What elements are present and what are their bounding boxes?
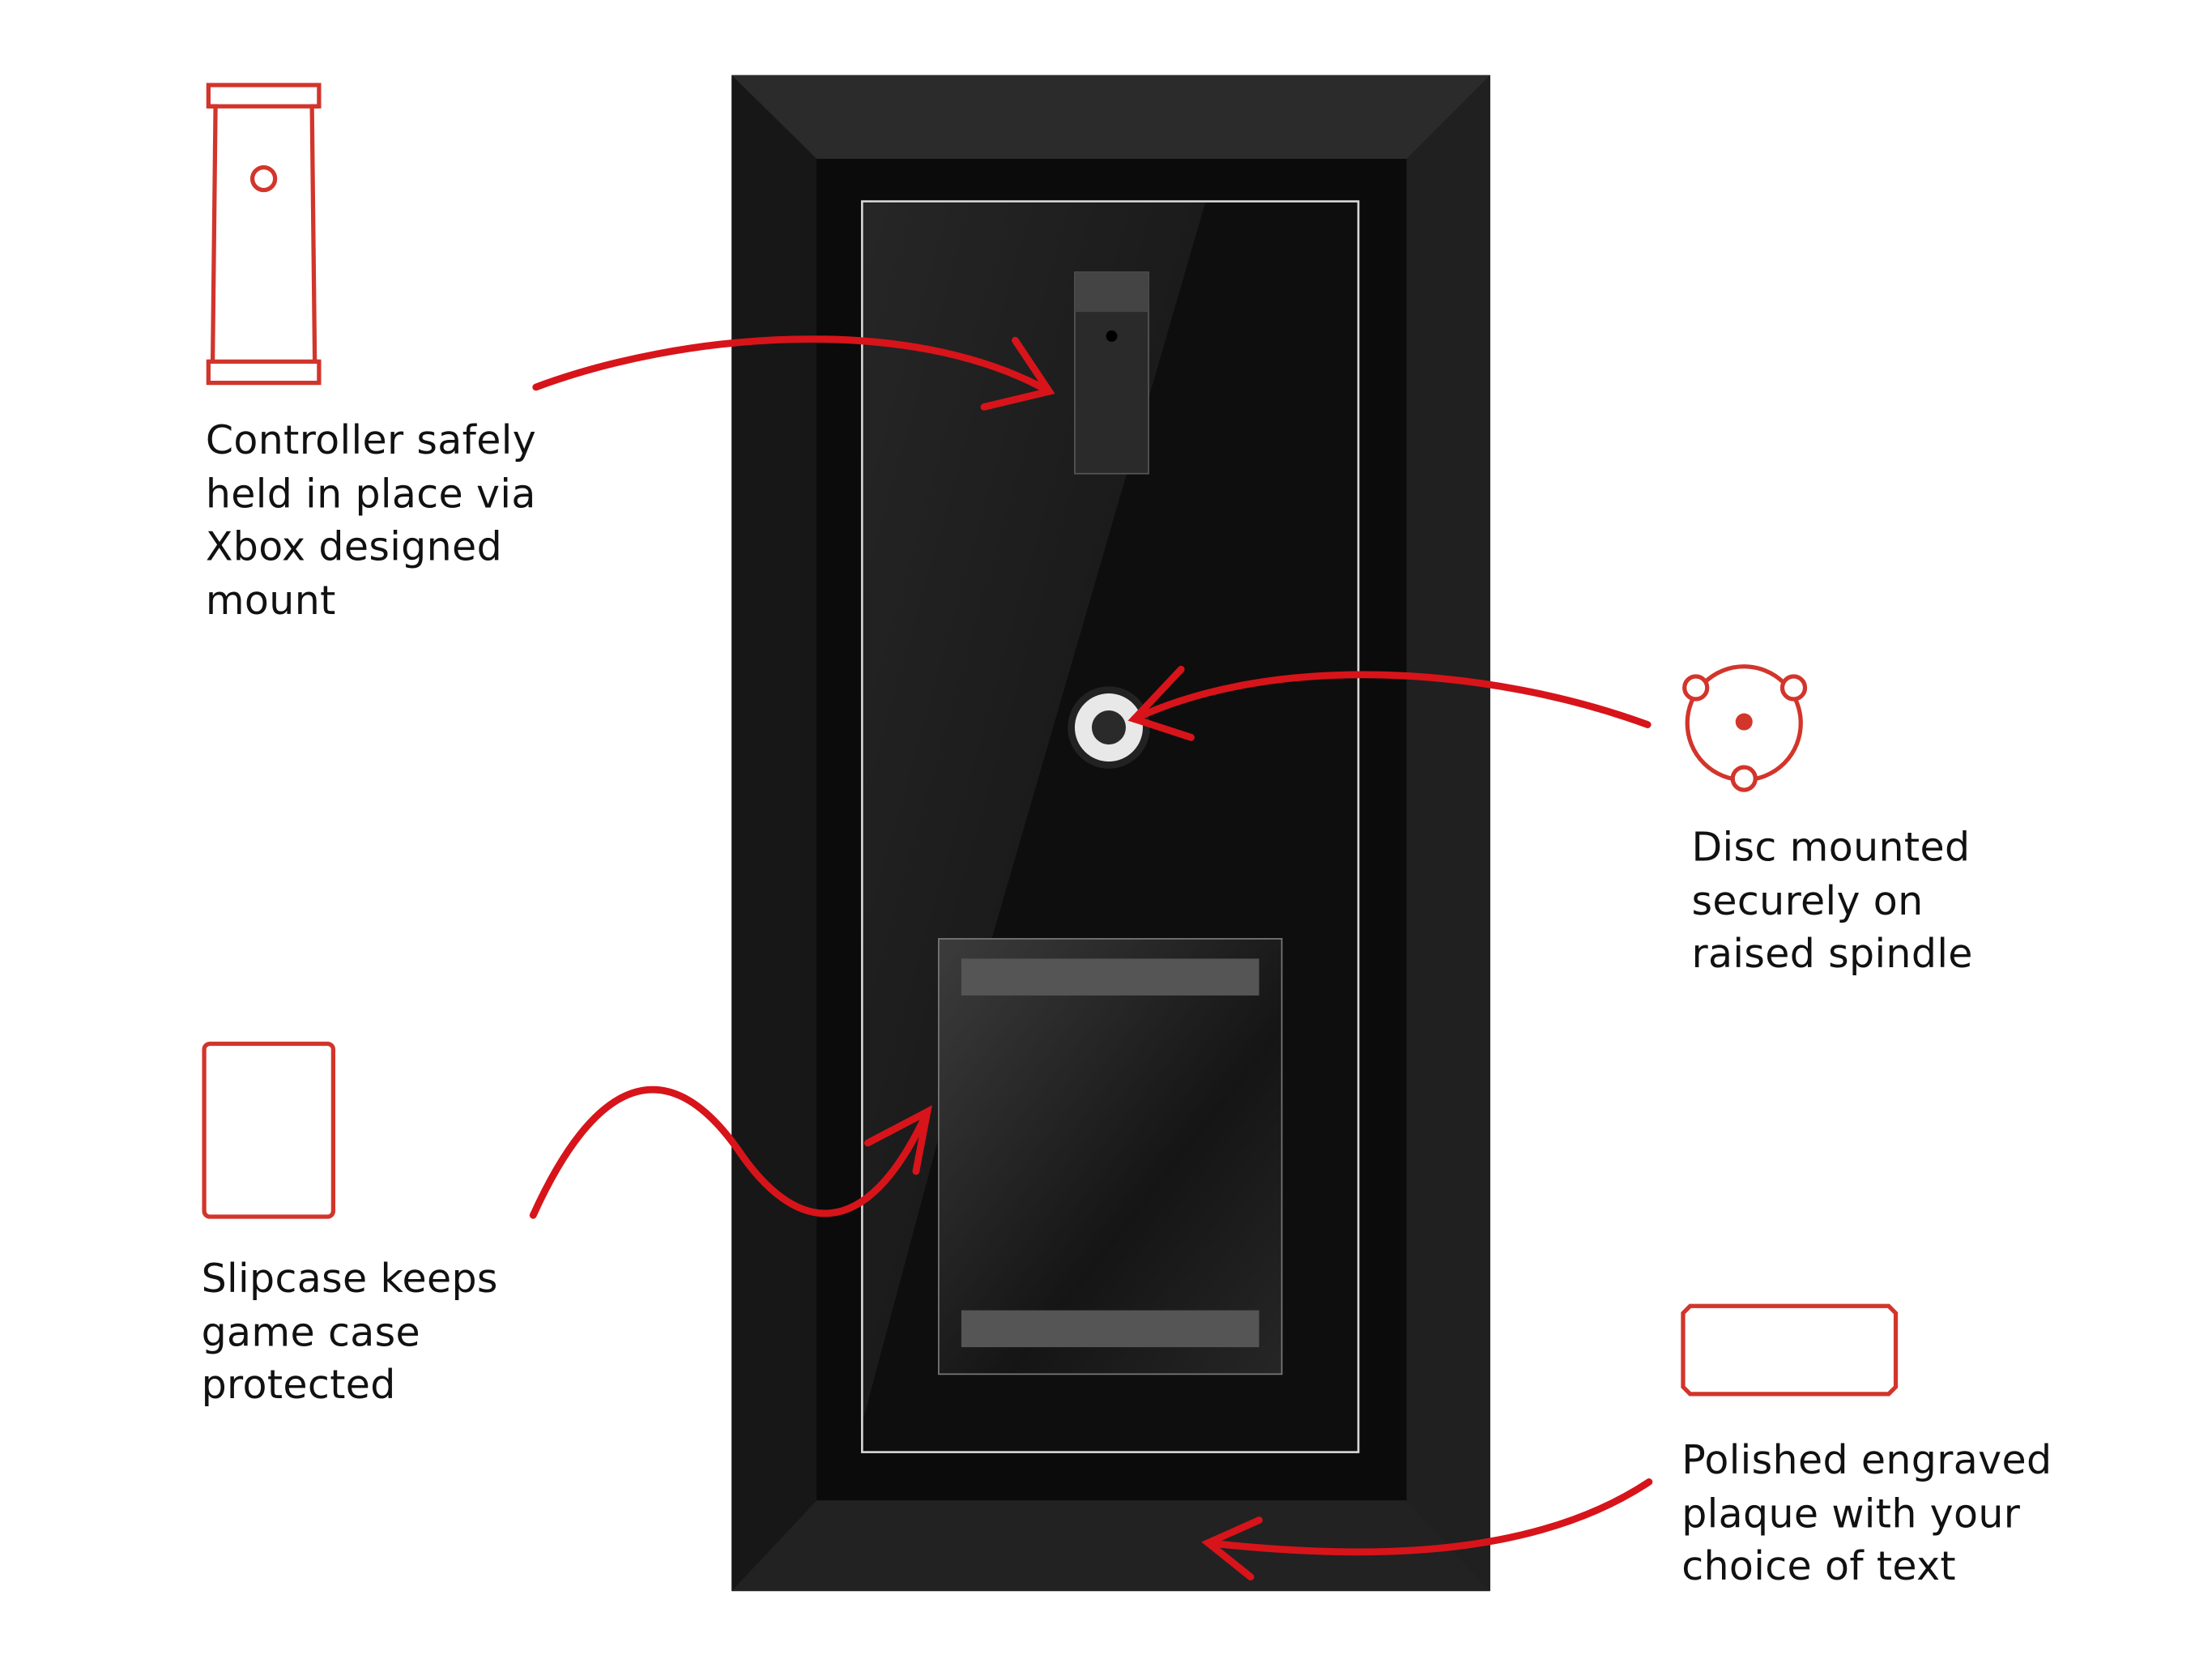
- feature-caption-disc: Disc mounted securely on raised spindle: [1691, 821, 1972, 981]
- arrow-disc: [1131, 671, 1652, 728]
- arrow-plaque: [1204, 1478, 1653, 1556]
- caption-line: held in place via: [205, 470, 536, 518]
- slipcase-icon: [202, 1041, 336, 1219]
- caption-line: game case: [201, 1307, 421, 1355]
- callout-arrows: [529, 335, 1653, 1581]
- caption-line: Controller safely: [205, 416, 537, 464]
- feature-caption-controller: Controller safely held in place via Xbox…: [206, 414, 536, 627]
- plaque-icon: [1681, 1303, 1899, 1397]
- caption-line: raised spindle: [1691, 930, 1973, 978]
- caption-line: choice of text: [1681, 1542, 1957, 1590]
- feature-caption-slipcase: Slipcase keeps game case protected: [202, 1252, 498, 1412]
- slipcase: [938, 938, 1283, 1375]
- caption-line: Polished engraved: [1681, 1436, 2052, 1484]
- caption-line: Disc mounted: [1691, 824, 1971, 871]
- disc-spindle: [1068, 686, 1150, 769]
- arrowhead-plaque: [1201, 1516, 1263, 1581]
- caption-line: plaque with your: [1681, 1490, 2021, 1537]
- arrowhead-slipcase: [863, 1105, 932, 1175]
- caption-line: securely on: [1691, 876, 1924, 924]
- caption-line: protected: [201, 1361, 396, 1409]
- arrowhead-disc: [1127, 665, 1195, 741]
- caption-line: Xbox designed: [205, 522, 503, 570]
- arrow-controller: [532, 335, 1053, 395]
- arrowhead-controller: [980, 336, 1055, 411]
- controller-mount-icon: [206, 83, 322, 386]
- feature-caption-plaque: Polished engraved plaque with your choic…: [1681, 1434, 2052, 1593]
- controller-mount: [1074, 271, 1149, 475]
- caption-line: mount: [205, 576, 336, 624]
- caption-line: Slipcase keeps: [201, 1255, 498, 1303]
- disc-spindle-icon: [1682, 664, 1808, 792]
- arrow-slipcase: [529, 1085, 931, 1219]
